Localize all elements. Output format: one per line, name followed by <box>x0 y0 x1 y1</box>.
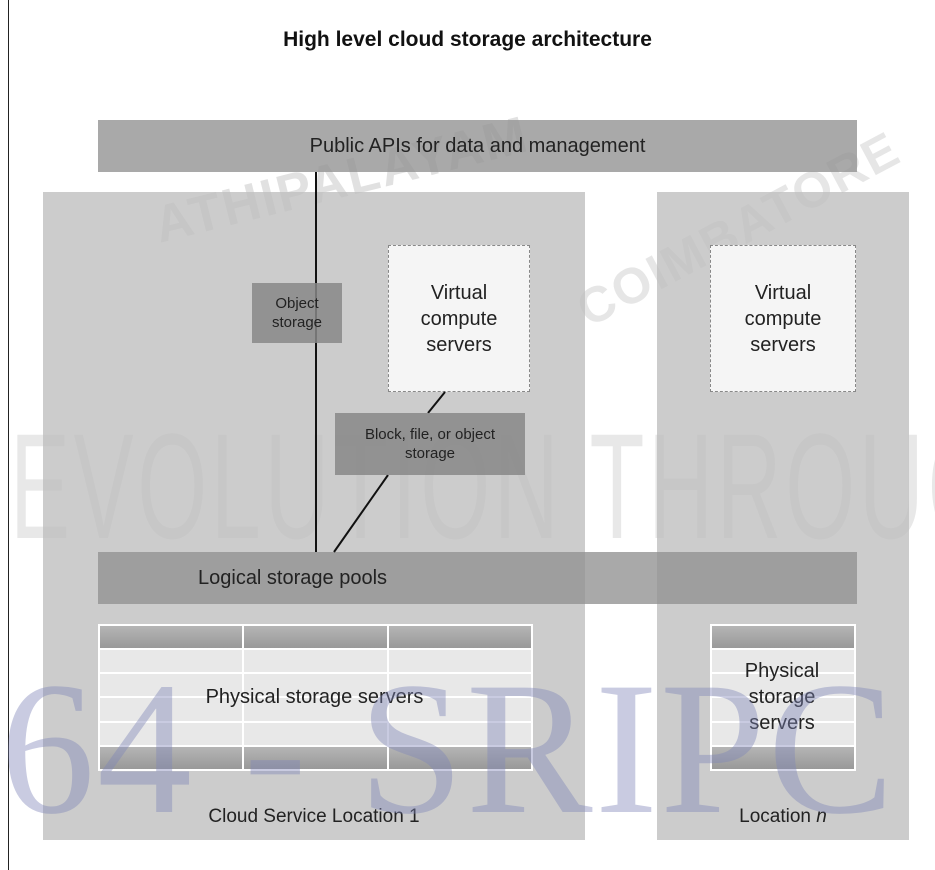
physical-storage-label-n: Physical storage servers <box>710 624 854 769</box>
object-storage-label: Object storage <box>271 295 323 331</box>
storage-cell <box>387 673 532 698</box>
block-file-object-storage-label: Block, file, or object storage <box>364 426 496 462</box>
block-to-pool-connector <box>333 474 389 553</box>
storage-cell <box>99 745 244 770</box>
storage-cell <box>99 721 244 746</box>
virtual-compute-label-1: Virtual compute servers <box>420 281 498 356</box>
object-storage-tag: Object storage <box>252 283 342 343</box>
storage-cell <box>243 721 388 746</box>
left-border-line <box>8 0 9 870</box>
logical-storage-pools-bar: Logical storage pools <box>98 552 857 604</box>
physical-storage-label-1: Physical storage servers <box>205 685 424 708</box>
storage-cell <box>711 649 855 674</box>
virtual-compute-servers-1: Virtual compute servers <box>388 245 530 392</box>
location-n-label: Location n <box>657 806 909 828</box>
storage-cell <box>711 625 855 650</box>
storage-cell <box>387 745 532 770</box>
physical-storage-grid-1 <box>98 624 533 771</box>
location-n-label-prefix: Location <box>739 806 817 827</box>
storage-cell <box>243 625 388 650</box>
storage-cell <box>711 721 855 746</box>
storage-cell <box>243 745 388 770</box>
storage-cell <box>99 673 244 698</box>
storage-cell <box>243 673 388 698</box>
storage-cell <box>387 721 532 746</box>
location-1-label: Cloud Service Location 1 <box>208 806 420 827</box>
storage-cell <box>243 697 388 722</box>
storage-cell <box>99 697 244 722</box>
storage-cell <box>387 697 532 722</box>
storage-cell <box>387 649 532 674</box>
storage-cell <box>99 625 244 650</box>
vcs-to-block-connector <box>427 391 446 414</box>
block-file-object-storage-tag: Block, file, or object storage <box>335 413 525 475</box>
storage-cell <box>99 649 244 674</box>
storage-cell <box>243 649 388 674</box>
diagram-title: High level cloud storage architecture <box>283 28 652 51</box>
storage-cell <box>387 625 532 650</box>
storage-cell <box>711 673 855 698</box>
physical-storage-label-n-text: Physical storage servers <box>744 659 820 734</box>
public-apis-label: Public APIs for data and management <box>309 134 646 157</box>
storage-cell <box>711 745 855 770</box>
physical-storage-grid-n <box>710 624 856 771</box>
logical-storage-pools-label: Logical storage pools <box>198 566 388 589</box>
virtual-compute-servers-n: Virtual compute servers <box>710 245 856 392</box>
storage-cell <box>711 697 855 722</box>
location-n-label-variable: n <box>816 806 827 827</box>
public-apis-bar: Public APIs for data and management <box>98 120 857 172</box>
virtual-compute-label-n: Virtual compute servers <box>744 281 822 356</box>
